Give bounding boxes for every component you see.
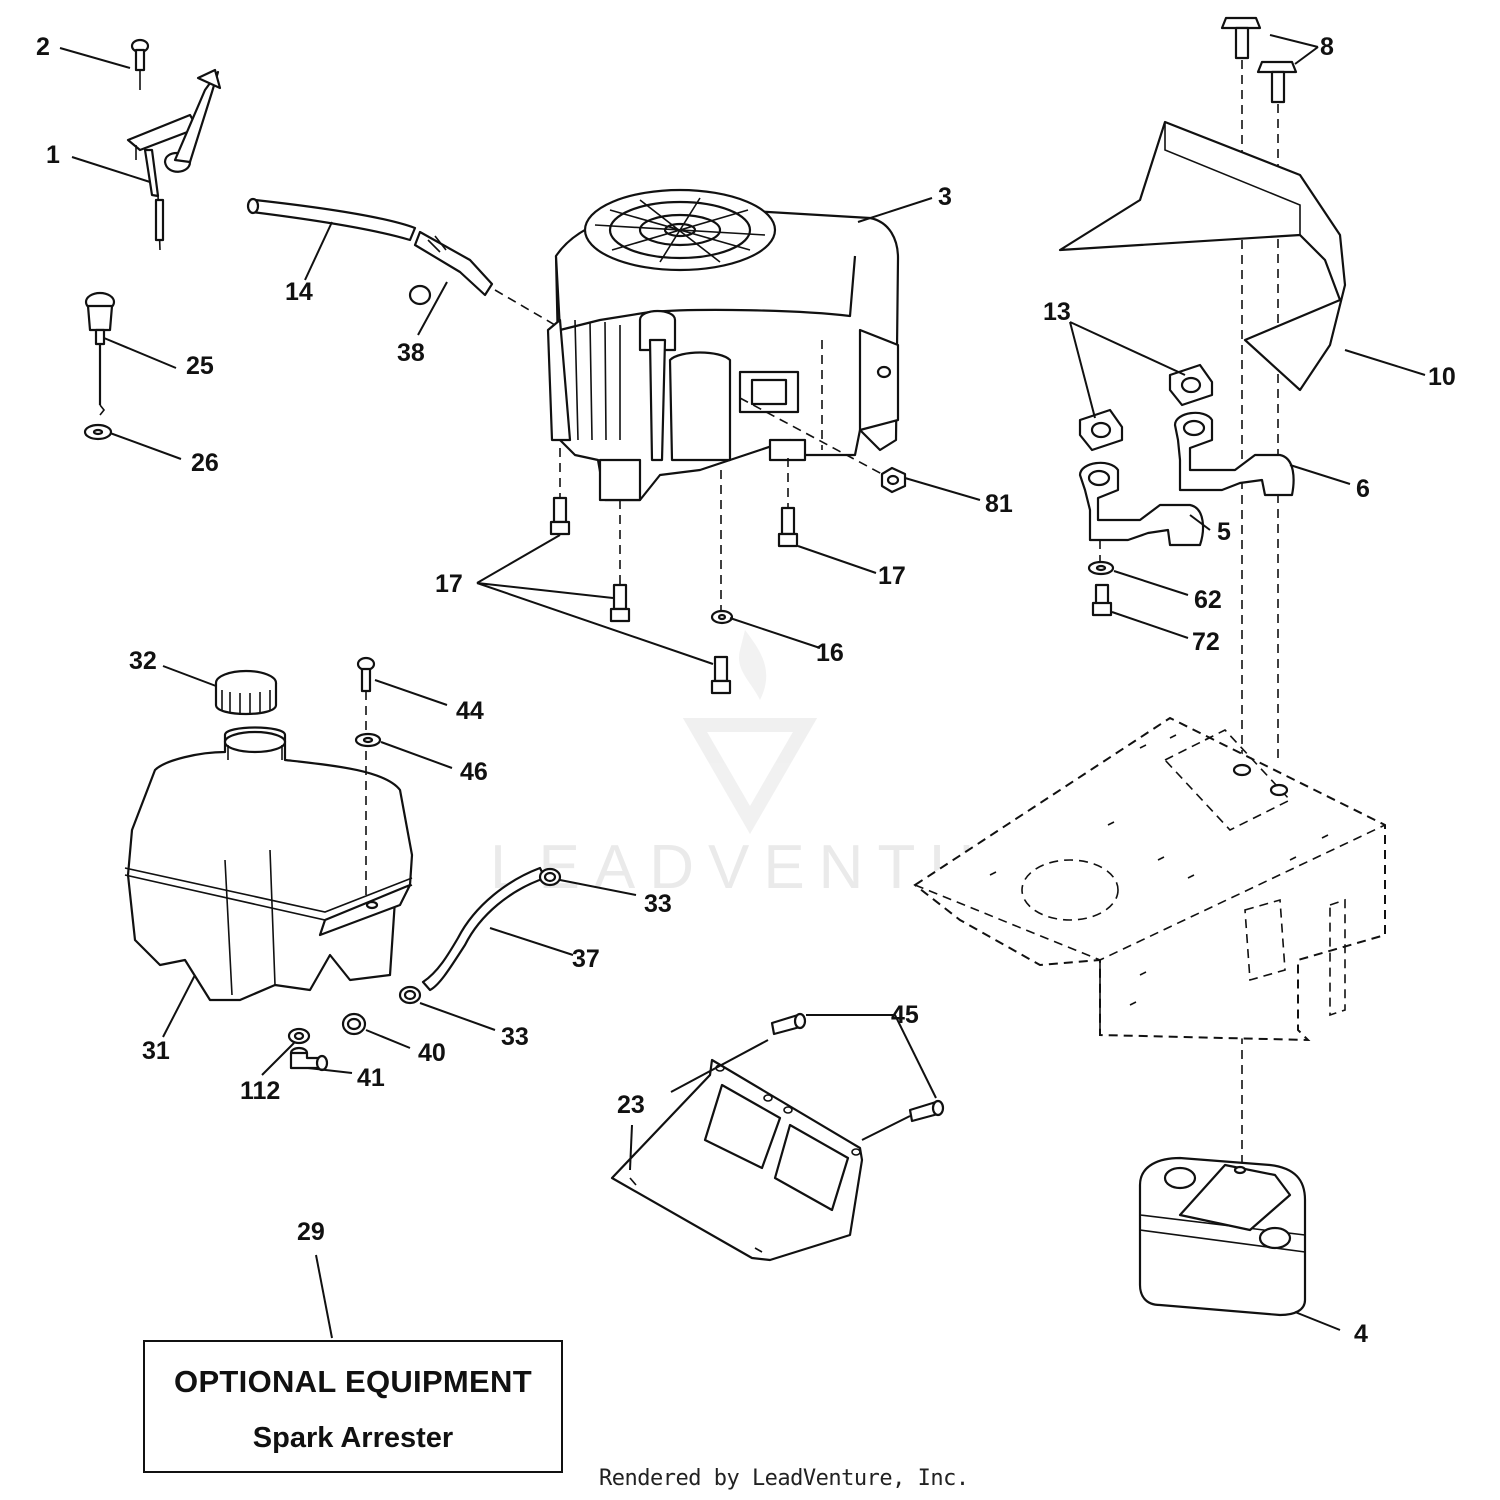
callout-33-upper: 33 — [644, 890, 672, 918]
callout-10: 10 — [1428, 363, 1456, 391]
callout-37: 37 — [572, 945, 600, 973]
callout-45: 45 — [891, 1001, 919, 1029]
callout-29: 29 — [297, 1218, 325, 1246]
screw-44-part — [356, 656, 376, 900]
callout-6: 6 — [1356, 475, 1370, 503]
bolt-72-part — [1091, 583, 1113, 617]
optional-equipment-box: OPTIONAL EQUIPMENT Spark Arrester — [143, 1340, 563, 1473]
optional-equipment-subtitle: Spark Arrester — [252, 1422, 454, 1454]
callout-81: 81 — [985, 490, 1013, 518]
callout-41: 41 — [357, 1064, 385, 1092]
elbow-41-part — [289, 1046, 329, 1072]
frame-part — [913, 716, 1386, 1042]
exhaust-pipe-5-part — [1078, 461, 1205, 565]
bolt-17-right-part — [777, 458, 799, 548]
screw-45-upper-part — [770, 1012, 807, 1036]
callout-3: 3 — [938, 183, 952, 211]
callout-46: 46 — [460, 758, 488, 786]
watermark-logo — [682, 630, 818, 834]
callout-8: 8 — [1320, 33, 1334, 61]
exhaust-pipe-6-part — [1173, 411, 1295, 497]
fuel-tank-part — [124, 726, 414, 1002]
screw-2-part — [130, 38, 150, 90]
callout-16: 16 — [816, 639, 844, 667]
callout-72: 72 — [1192, 628, 1220, 656]
callout-33-lower: 33 — [501, 1023, 529, 1051]
callout-23: 23 — [617, 1091, 645, 1119]
gasket-13-lower-part — [1078, 408, 1124, 452]
nut-81-part — [739, 397, 907, 494]
callout-112: 112 — [240, 1077, 280, 1105]
bolt-17-lower-part — [710, 470, 732, 695]
callout-1: 1 — [46, 141, 60, 169]
bolt-17-left-part — [549, 448, 571, 536]
heat-shield-part — [1058, 120, 1347, 392]
hose-clamp-33-lower-part — [398, 985, 422, 1005]
render-credit: Rendered by LeadVenture, Inc. — [599, 1466, 969, 1491]
callout-4: 4 — [1354, 1320, 1368, 1348]
callout-62: 62 — [1194, 586, 1222, 614]
screw-45-lower-part — [908, 1099, 945, 1123]
callout-17-left: 17 — [435, 570, 463, 598]
muffler-part — [1138, 1156, 1307, 1317]
callout-31: 31 — [142, 1037, 170, 1065]
fuel-line-part — [246, 197, 417, 242]
bolt-17-center-part — [609, 500, 631, 623]
callout-labels: 2 1 3 4 5 6 8 10 13 14 16 17 17 23 25 26… — [36, 33, 1456, 1348]
callout-13: 13 — [1043, 298, 1071, 326]
fuel-line-37-part — [421, 866, 547, 992]
callout-17-right: 17 — [878, 562, 906, 590]
optional-equipment-title: OPTIONAL EQUIPMENT — [174, 1364, 532, 1399]
lock-washer-16-part — [710, 609, 734, 625]
throttle-control-part — [126, 68, 222, 251]
callout-40: 40 — [418, 1039, 446, 1067]
choke-knob-part — [84, 291, 116, 416]
callout-26: 26 — [191, 449, 219, 477]
callout-38: 38 — [397, 339, 425, 367]
bushing-40-part — [341, 1012, 367, 1036]
deflector-plate-part — [610, 1058, 864, 1262]
gasket-13-upper-part — [1168, 363, 1214, 407]
fuel-cap-part — [214, 669, 278, 716]
callout-32: 32 — [129, 647, 157, 675]
fuel-fitting-part — [408, 230, 556, 326]
callout-25: 25 — [186, 352, 214, 380]
grommet-112-part — [287, 1027, 311, 1045]
washer-46-part — [354, 732, 382, 748]
hose-clamp-33-upper-part — [538, 867, 562, 887]
callout-5: 5 — [1217, 518, 1231, 546]
callout-14: 14 — [285, 278, 313, 306]
engine-part — [546, 188, 900, 502]
callout-2: 2 — [36, 33, 50, 61]
leader-lines — [59, 34, 1426, 1339]
washer-26-part — [83, 423, 113, 441]
callout-44: 44 — [456, 697, 484, 725]
washer-62-part — [1087, 560, 1115, 576]
